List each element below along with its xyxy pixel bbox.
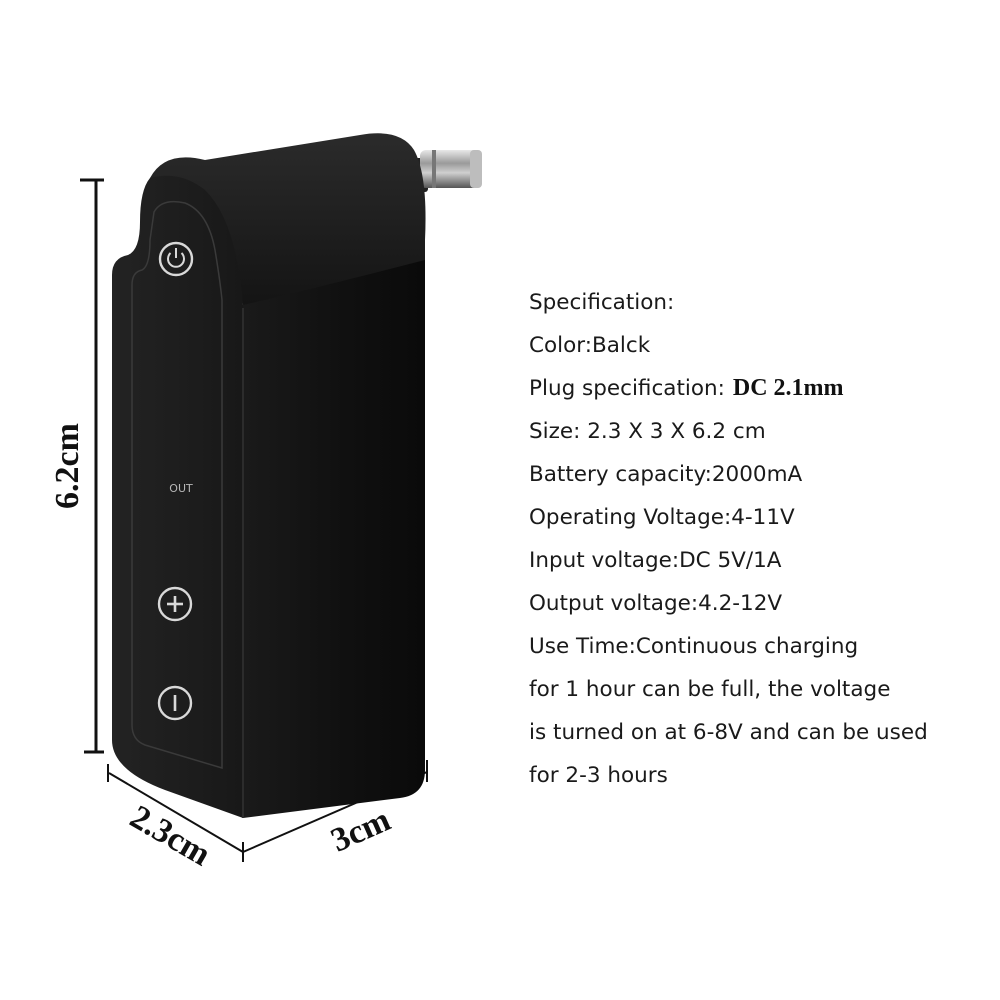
- spec-plug-label: Plug specification:: [529, 376, 725, 401]
- spec-operating-voltage: Operating Voltage:4-11V: [529, 505, 795, 530]
- height-label: 6.2cm: [49, 423, 86, 509]
- spec-plug: Plug specification: DC 2.1mm: [529, 367, 979, 410]
- spec-use-time-3: is turned on at 6-8V and can be used: [529, 720, 928, 745]
- out-label: OUT: [169, 482, 193, 495]
- spec-heading: Specification:: [529, 290, 675, 315]
- decrease-button[interactable]: [157, 685, 193, 721]
- power-icon: [167, 248, 185, 268]
- spec-use-time-4: for 2-3 hours: [529, 763, 668, 788]
- spec-input-voltage: Input voltage:DC 5V/1A: [529, 548, 782, 573]
- spec-battery: Battery capacity:2000mA: [529, 462, 803, 487]
- plus-icon: [167, 596, 183, 612]
- increase-button[interactable]: [157, 586, 193, 622]
- power-button[interactable]: [158, 241, 194, 277]
- battery-device: [112, 133, 426, 818]
- spec-use-time-1: Use Time:Continuous charging: [529, 634, 859, 659]
- spec-use-time-2: for 1 hour can be full, the voltage: [529, 677, 891, 702]
- width-label: 3cm: [326, 801, 396, 859]
- specification-list: Specification: Color:Balck Plug specific…: [529, 281, 979, 797]
- spec-color: Color:Balck: [529, 333, 651, 358]
- height-dimension: 6.2cm: [49, 178, 104, 754]
- spec-plug-value: DC 2.1mm: [732, 375, 844, 401]
- spec-size: Size: 2.3 X 3 X 6.2 cm: [529, 419, 766, 444]
- spec-output-voltage: Output voltage:4.2-12V: [529, 591, 783, 616]
